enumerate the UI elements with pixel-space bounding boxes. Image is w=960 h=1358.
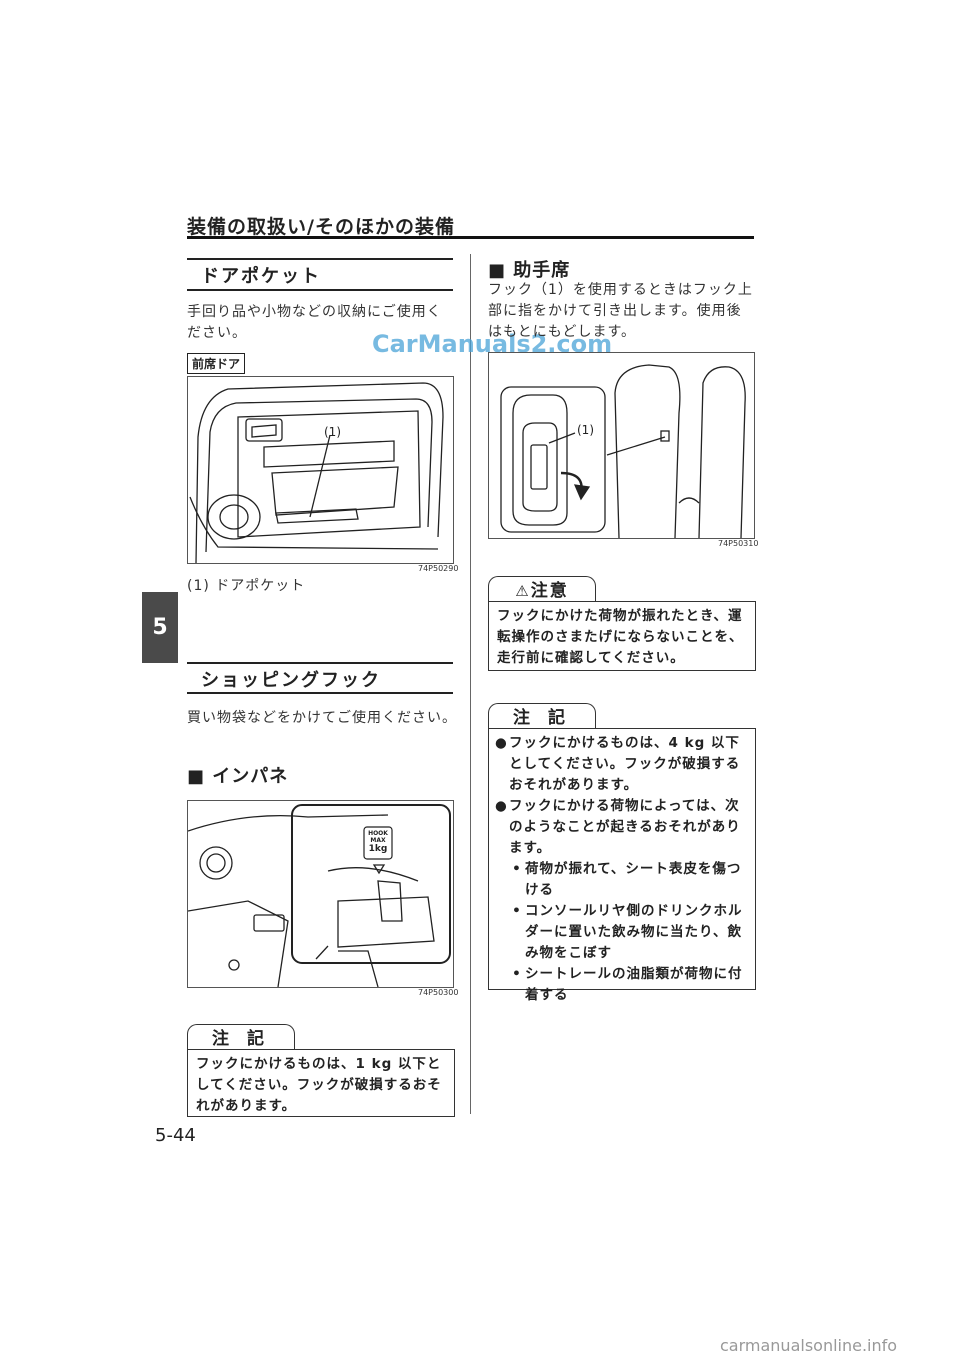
hook-max-label: HOOK MAX 1kg	[368, 830, 388, 855]
note-box-left: フックにかけるものは、1 kg 以下としてください。フックが破損するおそれがあり…	[187, 1049, 455, 1117]
note-sub-bullet: •	[512, 903, 522, 919]
footer-watermark: carmanualsonline.info	[720, 1336, 898, 1355]
column-divider	[470, 254, 471, 1114]
note-subitem-1: • 荷物が振れて、シート表皮を傷つける	[495, 859, 749, 901]
section-rule-bottom	[187, 289, 453, 291]
caution-box: フックにかけた荷物が振れたとき、運転操作のさまたげにならないことを、走行前に確認…	[488, 601, 756, 671]
note-item-2: ● フックにかける荷物によっては、次のようなことが起きるおそれがあります。	[495, 796, 749, 859]
caution-title: 注意	[530, 581, 569, 601]
fig-code-door: 74P50290	[418, 564, 459, 573]
section-title-shopping-hook: ショッピングフック	[201, 670, 381, 691]
note-item-text: フックにかけるものは、4 kg 以下としてください。フックが破損するおそれがあり…	[509, 735, 741, 793]
hook-label-weight: 1kg	[368, 844, 388, 854]
shopping-hook-text: 買い物袋などをかけてご使用ください。	[187, 710, 457, 726]
note-item-text: フックにかける荷物によっては、次のようなことが起きるおそれがあります。	[509, 798, 741, 856]
chapter-tab: 5	[142, 592, 178, 663]
page-number: 5-44	[155, 1125, 196, 1146]
note-bullet: ●	[495, 735, 508, 751]
caution-text: フックにかけた荷物が振れたとき、運転操作のさまたげにならないことを、走行前に確認…	[497, 608, 744, 666]
note-sub-bullet: •	[512, 966, 522, 982]
note-box-right: ● フックにかけるものは、4 kg 以下としてください。フックが破損するおそれが…	[488, 728, 756, 1003]
note-subitem-text: 荷物が振れて、シート表皮を傷つける	[525, 861, 742, 898]
note-tab-left: 注 記	[187, 1024, 295, 1051]
fig-code-instrument-panel: 74P50300	[418, 988, 459, 997]
seat-illustration	[500, 364, 746, 538]
note-sub-bullet: •	[512, 861, 522, 877]
section-title-door-pocket: ドアポケット	[201, 266, 321, 287]
door-pocket-figure: (1)	[187, 376, 454, 564]
note-item-1: ● フックにかけるものは、4 kg 以下としてください。フックが破損するおそれが…	[495, 733, 749, 796]
note-list-right: ● フックにかけるものは、4 kg 以下としてください。フックが破損するおそれが…	[489, 729, 755, 1010]
note-subitem-2: • コンソールリヤ側のドリンクホルダーに置いた飲み物に当たり、飲み物をこぼす	[495, 901, 749, 964]
warning-triangle-icon: ⚠	[515, 582, 531, 600]
note-subitem-3: • シートレールの油脂類が荷物に付着する	[495, 964, 749, 1006]
section-rule-bottom-2	[187, 692, 453, 694]
page-header-title: 装備の取扱い/そのほかの装備	[187, 216, 455, 238]
hook-label-hook: HOOK	[368, 830, 388, 837]
subtitle-instrument-panel: ■ インパネ	[187, 766, 289, 787]
fig-code-passenger: 74P50310	[718, 539, 759, 548]
door-pocket-caption: (1) ドアポケット	[187, 578, 306, 594]
door-callout-1: (1)	[324, 425, 341, 439]
instrument-panel-figure: HOOK MAX 1kg	[187, 800, 454, 988]
instrument-panel-illustration	[188, 804, 451, 987]
door-pocket-text: 手回り品や小物などの収納にご使用ください。	[187, 304, 442, 341]
hook-label-max: MAX	[370, 837, 386, 844]
note-tab-right: 注 記	[488, 703, 596, 730]
note-subitem-text: シートレールの油脂類が荷物に付着する	[525, 966, 743, 1003]
note-text-left: フックにかけるものは、1 kg 以下としてください。フックが破損するおそれがあり…	[196, 1056, 442, 1114]
passenger-hook-text: フック（1）を使用するときはフック上部に指をかけて引き出します。使用後はもとにも…	[488, 282, 753, 340]
front-door-tag: 前席ドア	[187, 353, 246, 374]
section-rule-top	[187, 258, 453, 260]
caution-tab: ⚠注意	[488, 576, 596, 603]
note-subitem-text: コンソールリヤ側のドリンクホルダーに置いた飲み物に当たり、飲み物をこぼす	[525, 903, 743, 961]
passenger-hook-figure: (1)	[488, 352, 755, 539]
subtitle-passenger-seat: ■ 助手席	[488, 260, 571, 281]
door-illustration	[189, 382, 444, 563]
note-bullet: ●	[495, 798, 508, 814]
passenger-callout-1: (1)	[577, 423, 594, 437]
section-rule-top-2	[187, 662, 453, 664]
header-rule	[187, 236, 754, 239]
